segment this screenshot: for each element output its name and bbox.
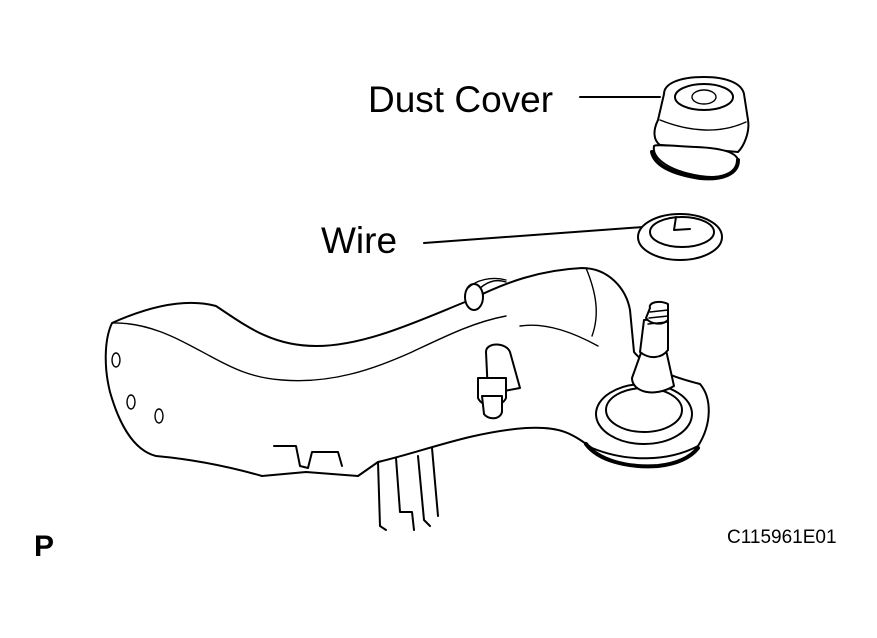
figure-code-label: C115961E01	[727, 527, 837, 548]
wire-label: Wire	[321, 220, 398, 261]
wire-ring-part	[637, 213, 723, 261]
dust-cover-part	[650, 76, 750, 181]
wire-leader-line	[423, 226, 644, 244]
ball-joint-stud-part	[631, 300, 675, 394]
lower-arm-part	[104, 267, 710, 531]
dust-cover-label: Dust Cover	[368, 79, 554, 120]
view-marker-label: P	[34, 530, 55, 563]
